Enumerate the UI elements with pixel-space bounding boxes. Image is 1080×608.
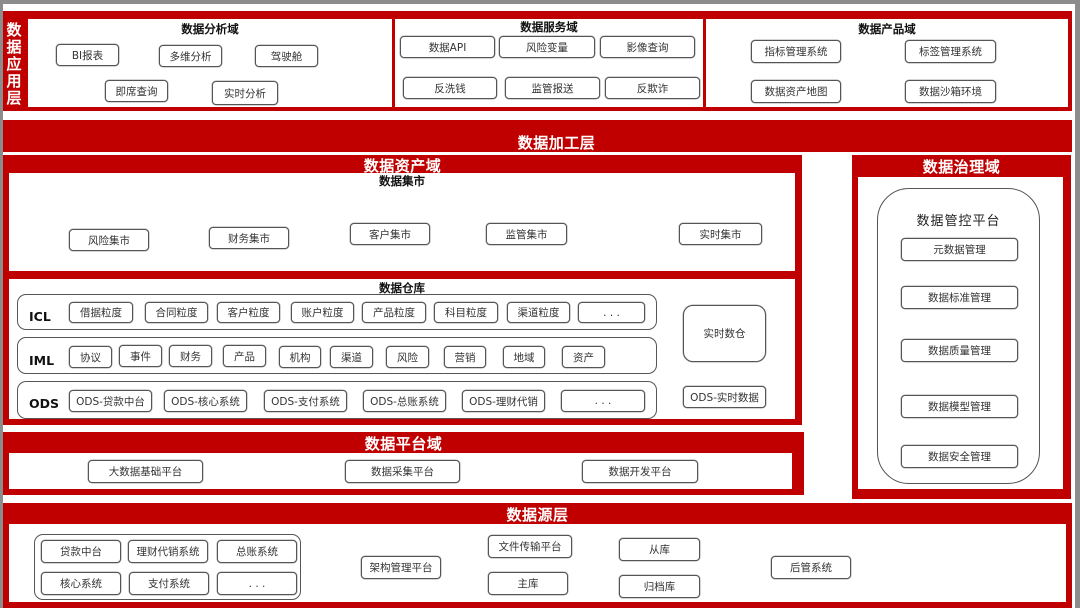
iml-finance[interactable]: 财务: [169, 345, 212, 367]
source-more-box[interactable]: . . .: [217, 572, 297, 595]
business-systems-group: [34, 534, 301, 600]
window-frame-left: [0, 0, 3, 608]
bigdata-platform-box[interactable]: 大数据基础平台: [88, 460, 203, 483]
payment-system-source-box[interactable]: 支付系统: [129, 572, 209, 595]
realtime-analysis-box[interactable]: 实时分析: [212, 81, 278, 105]
data-mart-panel: [9, 173, 795, 271]
application-layer-title: 数据应用层: [6, 21, 22, 107]
processing-layer-bar: [3, 120, 1072, 152]
ods-row: [17, 381, 657, 419]
iml-marketing[interactable]: 营销: [444, 346, 486, 368]
ods-ledger-system[interactable]: ODS-总账系统: [363, 390, 446, 412]
ods-label: ODS: [29, 396, 60, 411]
loan-platform-source-box[interactable]: 贷款中台: [41, 540, 121, 563]
icl-product-grain[interactable]: 产品粒度: [362, 302, 426, 323]
product-domain-title: 数据产品域: [858, 22, 916, 36]
anti-fraud-box[interactable]: 反欺诈: [605, 77, 700, 99]
regulatory-mart-box[interactable]: 监管集市: [486, 223, 567, 245]
data-security-management-box[interactable]: 数据安全管理: [901, 445, 1018, 468]
image-query-box[interactable]: 影像查询: [600, 36, 695, 58]
iml-asset[interactable]: 资产: [562, 346, 605, 368]
data-standard-management-box[interactable]: 数据标准管理: [901, 286, 1018, 309]
data-quality-management-box[interactable]: 数据质量管理: [901, 339, 1018, 362]
icl-more[interactable]: . . .: [578, 302, 645, 323]
cockpit-box[interactable]: 驾驶舱: [255, 45, 318, 67]
iml-region[interactable]: 地域: [503, 346, 545, 368]
window-frame-right: [1075, 0, 1080, 608]
data-control-platform-title: 数据管控平台: [916, 214, 1001, 229]
source-layer-title: 数据源层: [506, 506, 569, 524]
architecture-platform-box[interactable]: 架构管理平台: [361, 556, 441, 579]
data-api-box[interactable]: 数据API: [400, 36, 495, 58]
customer-mart-box[interactable]: 客户集市: [350, 223, 430, 245]
platform-domain-title: 数据平台域: [364, 435, 443, 453]
file-transfer-platform-box[interactable]: 文件传输平台: [488, 535, 572, 558]
asset-domain-title: 数据资产域: [363, 157, 442, 175]
iml-risk[interactable]: 风险: [386, 346, 429, 368]
icl-label: ICL: [29, 309, 51, 324]
service-domain-title: 数据服务域: [520, 20, 578, 34]
realtime-warehouse-box[interactable]: 实时数仓: [683, 305, 766, 362]
backend-system-box[interactable]: 后管系统: [771, 556, 851, 579]
bi-report-box[interactable]: BI报表: [56, 44, 119, 66]
tag-management-box[interactable]: 标签管理系统: [905, 40, 996, 63]
ods-loan-platform[interactable]: ODS-贷款中台: [69, 390, 152, 412]
icl-contract-grain[interactable]: 合同粒度: [145, 302, 208, 323]
ods-core-system[interactable]: ODS-核心系统: [164, 390, 247, 412]
regulatory-report-box[interactable]: 监管报送: [505, 77, 600, 99]
ods-payment-system[interactable]: ODS-支付系统: [264, 390, 347, 412]
icl-customer-grain[interactable]: 客户粒度: [217, 302, 280, 323]
data-development-platform-box[interactable]: 数据开发平台: [582, 460, 698, 483]
analysis-domain-title: 数据分析域: [181, 22, 239, 36]
icl-subject-grain[interactable]: 科目粒度: [434, 302, 498, 323]
iml-row: [17, 337, 657, 374]
data-control-platform-group: [877, 188, 1040, 484]
adhoc-query-box[interactable]: 即席查询: [105, 80, 168, 102]
multidim-analysis-box[interactable]: 多维分析: [159, 45, 222, 67]
icl-channel-grain[interactable]: 渠道粒度: [507, 302, 570, 323]
core-system-source-box[interactable]: 核心系统: [41, 572, 121, 595]
data-mart-title: 数据集市: [379, 174, 425, 188]
risk-variable-box[interactable]: 风险变量: [499, 36, 595, 58]
icl-row: [17, 294, 657, 330]
archive-db-box[interactable]: 归档库: [619, 575, 700, 598]
data-sandbox-box[interactable]: 数据沙箱环境: [905, 80, 996, 103]
icl-loan-grain[interactable]: 借据粒度: [69, 302, 133, 323]
iml-channel[interactable]: 渠道: [330, 346, 373, 368]
ods-wealth-distribution[interactable]: ODS-理财代销: [462, 390, 545, 412]
risk-mart-box[interactable]: 风险集市: [69, 229, 149, 251]
iml-event[interactable]: 事件: [119, 345, 162, 367]
data-collection-platform-box[interactable]: 数据采集平台: [345, 460, 460, 483]
window-frame-top: [0, 0, 1080, 4]
ods-more[interactable]: . . .: [561, 390, 645, 412]
governance-domain-panel: [858, 177, 1063, 489]
governance-domain-title: 数据治理域: [922, 158, 1001, 176]
wealth-distribution-source-box[interactable]: 理财代销系统: [128, 540, 208, 563]
indicator-management-box[interactable]: 指标管理系统: [751, 40, 841, 63]
iml-organization[interactable]: 机构: [279, 346, 321, 368]
anti-money-laundering-box[interactable]: 反洗钱: [403, 77, 497, 99]
iml-label: IML: [29, 353, 55, 368]
ledger-source-box[interactable]: 总账系统: [217, 540, 297, 563]
data-asset-map-box[interactable]: 数据资产地图: [751, 80, 841, 103]
main-db-box[interactable]: 主库: [488, 572, 568, 595]
replica-db-box[interactable]: 从库: [619, 538, 700, 561]
realtime-ods-box[interactable]: ODS-实时数据: [683, 386, 766, 408]
metadata-management-box[interactable]: 元数据管理: [901, 238, 1018, 261]
realtime-mart-box[interactable]: 实时集市: [679, 223, 762, 245]
finance-mart-box[interactable]: 财务集市: [209, 227, 289, 249]
data-model-management-box[interactable]: 数据模型管理: [901, 395, 1018, 418]
iml-agreement[interactable]: 协议: [69, 346, 112, 368]
data-warehouse-title: 数据仓库: [379, 281, 425, 295]
icl-account-grain[interactable]: 账户粒度: [291, 302, 354, 323]
iml-product[interactable]: 产品: [223, 345, 266, 367]
processing-layer-title: 数据加工层: [517, 134, 596, 152]
